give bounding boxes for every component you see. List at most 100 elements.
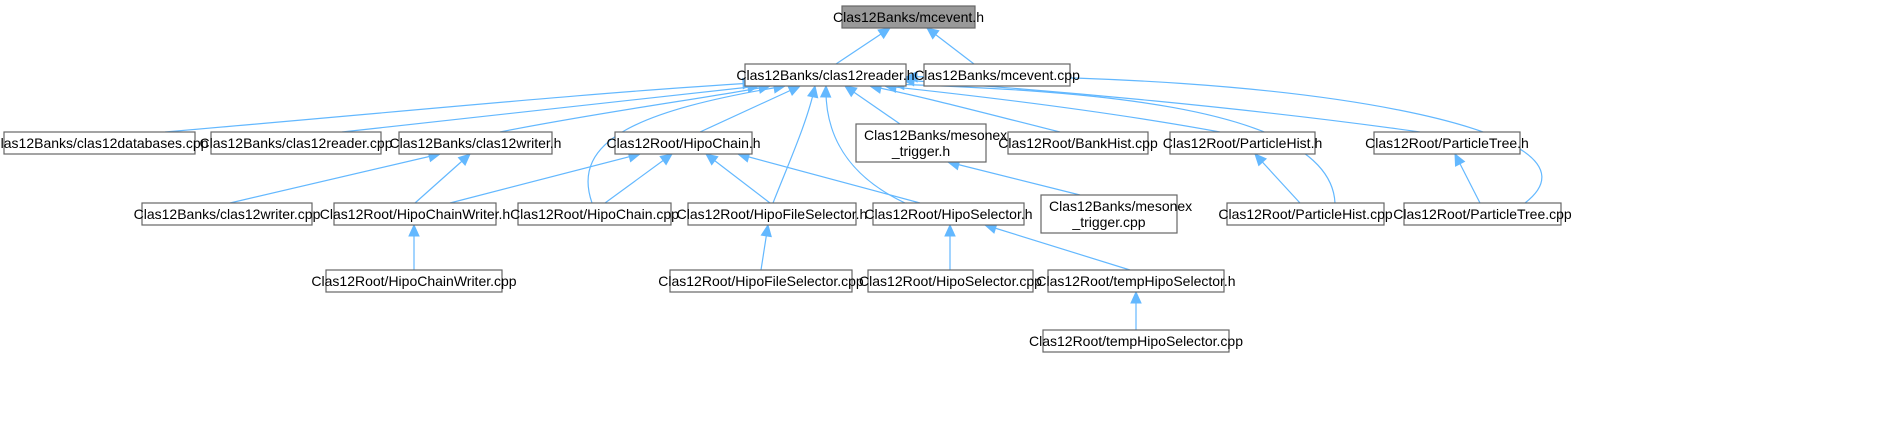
node-particletree-cpp[interactable]: Clas12Root/ParticleTree.cpp: [1393, 202, 1572, 226]
node-label: _trigger.h: [891, 143, 950, 159]
node-hipofileselector-h[interactable]: Clas12Root/HipoFileSelector.h: [677, 202, 868, 226]
node-label: Clas12Banks/clas12reader.h: [736, 67, 914, 83]
node-mesonex-trigger-cpp[interactable]: Clas12Banks/mesonex_trigger.cpp: [1040, 194, 1192, 234]
node-box: [1007, 131, 1149, 155]
arrowhead-icon: [408, 223, 420, 237]
edge-temphiposelector_h-to-hiposelector_h: [983, 222, 1131, 271]
node-label: Clas12Banks/mcevent.h: [833, 9, 984, 25]
arrowhead-icon: [1454, 152, 1466, 167]
node-box: [141, 202, 313, 226]
edge-temphiposelector_cpp-to-temphiposelector_h: [1130, 290, 1142, 330]
edge-line: [604, 153, 673, 204]
node-box: [1169, 131, 1316, 155]
node-box: [687, 202, 857, 226]
node-box: [3, 131, 196, 155]
node-hiposelector-cpp[interactable]: Clas12Root/HipoSelector.cpp: [859, 269, 1042, 293]
arrowhead-icon: [904, 71, 918, 83]
node-label: Clas12Root/HipoChain.cpp: [510, 206, 679, 222]
node-box: [1040, 194, 1178, 234]
arrowhead-icon: [877, 27, 892, 40]
node-box: [744, 63, 907, 87]
node-label: Clas12Root/BankHist.cpp: [998, 135, 1158, 151]
edge-line: [892, 83, 1336, 204]
edge-mesonex_trigger_h-to-clas12reader_h: [844, 85, 901, 125]
node-label: Clas12Root/ParticleTree.h: [1365, 135, 1529, 151]
node-box: [841, 5, 976, 29]
node-label: Clas12Banks/clas12writer.h: [390, 135, 562, 151]
edge-clas12databases_cpp-to-clas12reader_h: [164, 77, 756, 133]
node-hiposelector-h[interactable]: Clas12Root/HipoSelector.h: [864, 202, 1033, 226]
edge-line: [772, 85, 816, 204]
node-mesonex-trigger-h[interactable]: Clas12Banks/mesonex_trigger.h: [855, 123, 1007, 163]
node-hipochain-cpp[interactable]: Clas12Root/HipoChain.cpp: [510, 202, 679, 226]
arrowhead-icon: [760, 223, 772, 238]
node-box: [398, 131, 553, 155]
node-label: Clas12Root/tempHipoSelector.cpp: [1029, 333, 1243, 349]
node-box: [855, 123, 987, 163]
node-box: [1403, 202, 1562, 226]
edge-line: [699, 85, 801, 133]
node-particletree-h[interactable]: Clas12Root/ParticleTree.h: [1365, 131, 1529, 155]
edge-line: [825, 85, 906, 204]
node-mcevent-h[interactable]: Clas12Banks/mcevent.h: [833, 5, 984, 29]
arrowhead-icon: [944, 223, 956, 237]
node-label: Clas12Root/tempHipoSelector.h: [1036, 273, 1235, 289]
node-label: Clas12Root/HipoSelector.cpp: [859, 273, 1042, 289]
node-box: [867, 269, 1034, 293]
edge-hipochain_cpp-to-hipochain_h: [604, 153, 673, 204]
node-box: [923, 63, 1071, 87]
node-hipochain-h[interactable]: Clas12Root/HipoChain.h: [606, 131, 761, 155]
node-temphiposelector-h[interactable]: Clas12Root/tempHipoSelector.h: [1036, 269, 1236, 293]
node-clas12reader-h[interactable]: Clas12Banks/clas12reader.h: [736, 63, 915, 87]
node-bankhist-cpp[interactable]: Clas12Root/BankHist.cpp: [998, 131, 1158, 155]
node-label: Clas12Root/ParticleHist.cpp: [1218, 206, 1393, 222]
node-box: [614, 131, 753, 155]
edge-line: [869, 85, 1061, 133]
edge-line: [984, 224, 1131, 271]
node-mcevent-cpp[interactable]: Clas12Banks/mcevent.cpp: [914, 63, 1080, 87]
edge-line: [587, 85, 786, 204]
edge-clas12reader_cpp-to-clas12reader_h: [341, 81, 761, 133]
node-label: Clas12Root/HipoChain.h: [606, 135, 760, 151]
node-clas12reader-cpp[interactable]: Clas12Banks/clas12reader.cpp: [199, 131, 393, 155]
edge-clas12writer_cpp-to-clas12writer_h: [229, 150, 442, 204]
node-label: Clas12Root/HipoFileSelector.cpp: [658, 273, 864, 289]
edge-line: [414, 153, 471, 204]
node-hipochainwriter-h[interactable]: Clas12Root/HipoChainWriter.h: [320, 202, 510, 226]
edge-hipochain_h-to-clas12reader_h: [699, 85, 802, 133]
node-particlehist-h[interactable]: Clas12Root/ParticleHist.h: [1163, 131, 1323, 155]
edge-line: [884, 85, 1221, 133]
node-label: Clas12Banks/clas12reader.cpp: [199, 135, 392, 151]
arrowhead-icon: [926, 27, 940, 40]
node-clas12writer-h[interactable]: Clas12Banks/clas12writer.h: [390, 131, 562, 155]
node-hipochainwriter-cpp[interactable]: Clas12Root/HipoChainWriter.cpp: [311, 269, 517, 293]
edge-line: [705, 153, 771, 204]
node-clas12databases-cpp[interactable]: Clas12Banks/clas12databases.cpp: [0, 131, 209, 155]
edge-line: [947, 161, 1081, 196]
node-clas12writer-cpp[interactable]: Clas12Banks/clas12writer.cpp: [134, 202, 321, 226]
edge-hipofileselector_cpp-to-hipofileselector_h: [760, 223, 772, 271]
node-label: Clas12Root/HipoChainWriter.cpp: [311, 273, 516, 289]
arrowhead-icon: [457, 153, 471, 166]
edge-hipochainwriter_h-to-hipochain_h: [449, 151, 642, 204]
arrowhead-icon: [844, 85, 858, 98]
edge-hiposelector_cpp-to-hiposelector_h: [944, 223, 956, 270]
node-label: Clas12Root/HipoChainWriter.h: [320, 206, 510, 222]
edge-hipochainwriter_cpp-to-hipochainwriter_h: [408, 223, 420, 270]
node-hipofileselector-cpp[interactable]: Clas12Root/HipoFileSelector.cpp: [658, 269, 864, 293]
node-particlehist-cpp[interactable]: Clas12Root/ParticleHist.cpp: [1218, 202, 1393, 226]
edge-clas12reader_h-to-mcevent_h: [835, 27, 892, 65]
node-box: [872, 202, 1025, 226]
node-label: Clas12Banks/mesonex: [864, 127, 1007, 143]
node-temphiposelector-cpp[interactable]: Clas12Root/tempHipoSelector.cpp: [1029, 329, 1243, 353]
edge-line: [164, 82, 755, 133]
node-box: [517, 202, 672, 226]
edge-hipochainwriter_h-to-clas12writer_h: [414, 153, 471, 204]
edge-line: [341, 85, 760, 133]
node-box: [1042, 329, 1230, 353]
edge-particletree_cpp-to-particletree_h: [1454, 152, 1481, 204]
node-label: _trigger.cpp: [1071, 214, 1145, 230]
edge-hiposelector_h-to-clas12reader_h: [819, 84, 906, 204]
